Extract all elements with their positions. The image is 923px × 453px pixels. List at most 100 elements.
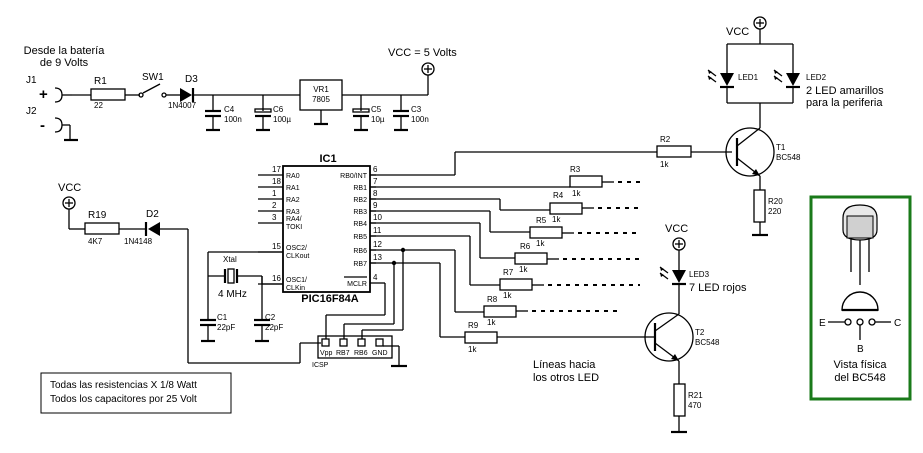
t2-driver-section: VCC LED3 7 LED rojos T2 BC548 R21 470 [640, 223, 747, 434]
ic1-pin-label: RA2 [286, 197, 300, 204]
c3-label: C3 [411, 105, 422, 114]
ic1-pin-number: 3 [272, 213, 277, 222]
port-b-lines: R3 1k R4 1k R5 1k R6 1k R7 1k R8 1k [370, 151, 657, 384]
c5-capacitor [352, 108, 370, 113]
ic1-pin-number: 11 [373, 226, 382, 235]
j1-jack [54, 87, 63, 103]
led2-note-line1: 2 LED amarillos [806, 85, 884, 97]
r21-label: R21 [688, 391, 703, 400]
power-supply-section: Desde la batería de 9 Volts J1 + J2 - R1… [24, 45, 457, 142]
r20-value: 220 [768, 207, 782, 216]
ic1-pin-label: CLKout [286, 253, 309, 260]
r6-label: R6 [520, 242, 531, 251]
vr1-label: VR1 [313, 85, 329, 94]
icsp-pin-rb6 [357, 338, 366, 347]
oscillator-section: Xtal 4 MHz C1 22pF C2 22pF [200, 251, 283, 343]
pinout-caption-line1: Vista física [834, 359, 888, 371]
r4-resistor [549, 202, 583, 215]
vr1-value: 7805 [312, 95, 330, 104]
icsp-connector: Vpp RB7 RB6 GND ICSP [312, 247, 407, 369]
r4-label: R4 [553, 191, 564, 200]
pin-b-label: B [857, 344, 864, 355]
icsp-pin-rb6-label: RB6 [354, 350, 368, 357]
r6-value: 1k [519, 265, 528, 274]
r9-value: 1k [468, 345, 477, 354]
vcc-5v-label: VCC = 5 Volts [388, 47, 457, 59]
d3-label: D3 [185, 74, 198, 85]
t2-label: T2 [695, 328, 705, 337]
ic1-pin-number: 1 [272, 189, 277, 198]
c5-value: 10µ [371, 115, 385, 124]
led2-label: LED2 [806, 73, 827, 82]
ic1-pin-label: RA0 [286, 173, 300, 180]
ic1-pin-label: RB1 [353, 185, 367, 192]
t1-value: BC548 [776, 153, 801, 162]
icsp-pin-vpp [321, 338, 330, 347]
r9-resistor [464, 331, 498, 344]
c1-label: C1 [217, 313, 228, 322]
r3-value: 1k [572, 189, 581, 198]
pin-c-label: C [894, 318, 901, 329]
bc548-bottom-view-icon [841, 291, 879, 311]
c2-label: C2 [265, 313, 276, 322]
icsp-pin-gnd [375, 338, 384, 347]
r7-value: 1k [503, 291, 512, 300]
r3-resistor [569, 175, 603, 188]
ic1-pin-label: TOKI [286, 224, 302, 231]
ic1-pin-number: 15 [272, 242, 281, 251]
d3-diode [180, 88, 192, 102]
r1-value: 22 [94, 101, 103, 110]
ic1-pin-number: 12 [373, 240, 382, 249]
ic1-pin-number: 10 [373, 213, 382, 222]
ic1-pin-label: OSC2/ [286, 245, 307, 252]
t1-label: T1 [776, 143, 786, 152]
battery-note-line1: Desde la batería [24, 45, 106, 57]
ic1-pin-label: MCLR [347, 281, 367, 288]
j1-label: J1 [26, 75, 37, 86]
lineas-note-line2: los otros LED [533, 372, 599, 384]
ic1-pin-number: 2 [272, 201, 277, 210]
r1-resistor [90, 88, 126, 101]
j2-jack [54, 117, 63, 133]
ic1-pin-label: CLKin [286, 285, 305, 292]
ic1-label: IC1 [319, 153, 336, 165]
lineas-note-line1: Líneas hacia [533, 359, 596, 371]
sw1-label: SW1 [142, 72, 164, 83]
r19-label: R19 [88, 210, 107, 221]
c2-value: 22pF [265, 323, 283, 332]
t1-transistor [725, 127, 775, 177]
ic1-pin-number: 4 [373, 273, 378, 282]
pinout-caption-line2: del BC548 [834, 372, 885, 384]
led1-label: LED1 [738, 73, 759, 82]
minus-sign: - [40, 117, 45, 134]
c6-label: C6 [273, 105, 284, 114]
r21-resistor [673, 383, 686, 417]
ic1-pin-number: 16 [272, 274, 281, 283]
pin-e-label: E [819, 318, 826, 329]
ic1-pin-label: RB6 [353, 248, 367, 255]
j2-label: J2 [26, 106, 37, 117]
d2-label: D2 [146, 209, 159, 220]
ic1-pin-label: RB4 [353, 221, 367, 228]
c3-value: 100n [411, 115, 429, 124]
r6-resistor [514, 252, 548, 265]
notes-box: Todas las resistencias X 1/8 Watt Todos … [40, 372, 232, 414]
ic1-part: PIC16F84A [301, 293, 359, 305]
ic1-pin-label: RB7 [353, 261, 367, 268]
battery-note-line2: de 9 Volts [40, 57, 89, 69]
ic1-pin-label: RB0/INT [340, 173, 368, 180]
ic1-pin-number: 9 [373, 201, 378, 210]
c6-value: 100µ [273, 115, 291, 124]
ic1-pin-number: 13 [373, 253, 382, 262]
icsp-pin-vpp-label: Vpp [320, 350, 333, 357]
icsp-pin-rb7 [339, 338, 348, 347]
c4-label: C4 [224, 105, 235, 114]
c1-value: 22pF [217, 323, 235, 332]
r2-label: R2 [660, 135, 671, 144]
r8-resistor [483, 305, 517, 318]
ic1-pin-number: 17 [272, 165, 281, 174]
led3-label: LED3 [689, 270, 710, 279]
xtal-crystal [227, 268, 235, 284]
